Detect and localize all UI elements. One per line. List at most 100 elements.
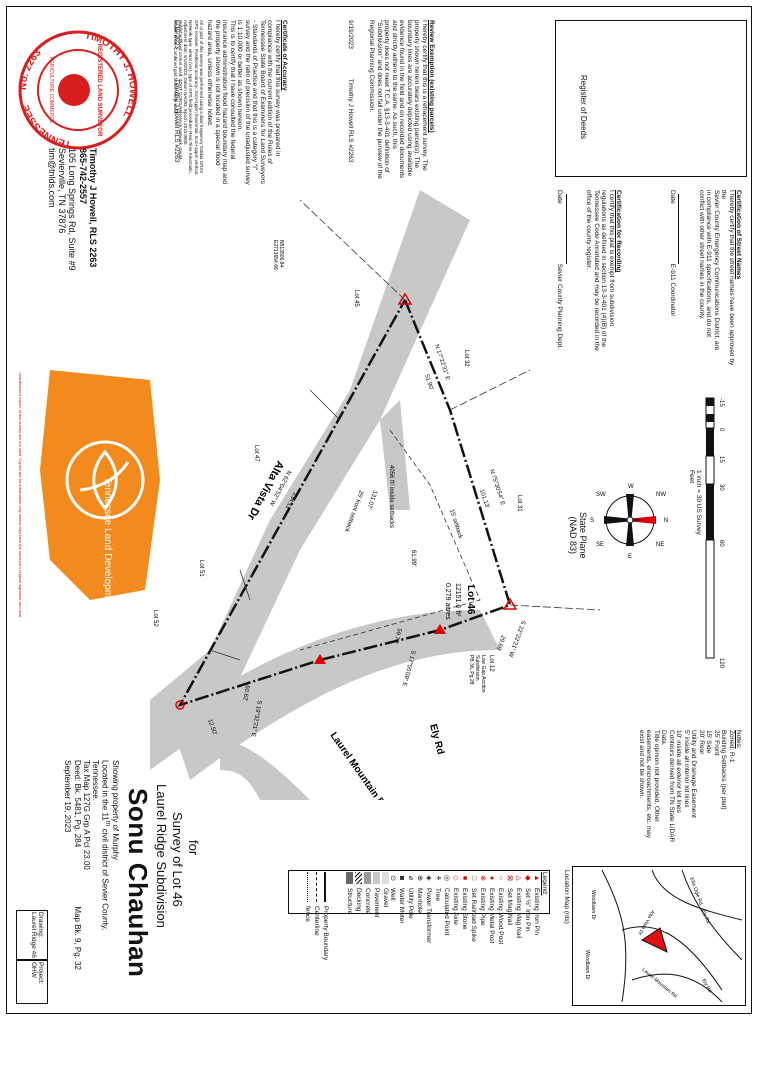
compass-label: SW [596, 492, 606, 498]
loc-site: site [664, 928, 672, 934]
lot-32-label: Lot 32 [463, 350, 469, 367]
street-names-line: conflict with other street names in the … [697, 190, 705, 320]
legend-symbol: ⊕ [416, 875, 424, 881]
logo-text: Tennessee Land Development Services [102, 477, 113, 610]
surveyor-city: Sevierville, TN 37876 [56, 148, 67, 234]
legend-symbol: ■ [461, 875, 469, 881]
course-distance: 60.62' [241, 685, 250, 702]
driveway-pavement [380, 400, 410, 510]
loc-road: Woodlawn Dr [590, 890, 596, 920]
dim-label: 61.99' [410, 550, 416, 566]
legend-item: ⊠Set Mag Nail [505, 872, 514, 1092]
course-distance: 59.78' [392, 627, 402, 644]
drawing-label: Drawing: [37, 912, 44, 938]
drawing-block: Drawing: Laurel Ridge 46 [29, 912, 44, 958]
street-names-certification: Certification of Street Names I hereby c… [668, 190, 742, 370]
title-for: for [186, 840, 201, 856]
legend-label: Set ½" Iron Pin [523, 888, 531, 932]
legend-hatch: Gravel Pavement Concrete Decking Structu… [345, 872, 390, 917]
location-map-title: Location Map (nts) [563, 870, 570, 924]
state-plane-datum: (NAD 83) [567, 516, 578, 555]
line-item: Centerline [312, 872, 321, 960]
legend-label: Existing Metal Post [487, 888, 495, 944]
scale-tick: 0 [718, 428, 724, 432]
alta-vista-pavement [150, 190, 470, 770]
lot-52-label: Lot 52 [152, 610, 158, 627]
lot-12-sub: Subdivision [474, 655, 480, 681]
register-of-deeds-box [555, 20, 747, 177]
line-label: fence [304, 906, 312, 922]
showing-line: Showing property of Murphy [111, 760, 120, 861]
legend-symbol: ◈ [425, 875, 433, 881]
line-label: Property Boundary [322, 906, 330, 961]
course-distance: 101.13' [478, 489, 490, 509]
hatch-item: Structure [345, 872, 354, 917]
lot-label: Lot 46 [465, 585, 476, 615]
legend-symbol: □ [470, 875, 478, 881]
course-bearing: S 22°22'21" W [507, 619, 526, 658]
legend-label: Utility Pole [406, 888, 414, 919]
scale-tick: 120 [718, 658, 724, 669]
legend-item: ○Existing Wood Post [496, 872, 505, 1092]
legend-label: Existing Stone [460, 888, 468, 930]
lot-45-label: Lot 45 [353, 290, 359, 307]
legend-symbol: ◙ [398, 875, 406, 881]
state-plane: State Plane (NAD 83) [567, 512, 588, 559]
legend-label: Calculated Point [442, 888, 450, 936]
legend-item: ◎ Calculated Point [442, 872, 451, 1092]
lot-51-label: Lot 51 [198, 560, 204, 577]
project-value: OHW [29, 962, 37, 978]
legend-item: ◈Power Transformer [424, 872, 433, 1092]
drawing-box [16, 910, 48, 960]
setback-line [299, 429, 481, 651]
seal-number: No. 2263 [18, 47, 44, 90]
legend-label: Existing Wood Post [496, 888, 504, 945]
loc-road: Laurel Mountain Rd [641, 967, 678, 1000]
compass-label: SE [596, 542, 604, 548]
n-coord: N513506.84 [278, 240, 284, 267]
hatch-item: Concrete [363, 872, 372, 917]
legend-item: ◇Existing Axle [451, 872, 460, 1092]
iron-pin-marker [502, 597, 518, 610]
adjacent-lot-line [309, 389, 341, 421]
scale-tick: -15 [718, 398, 724, 407]
iron-pin-marker [314, 654, 326, 664]
scale-tick: 15 [718, 456, 724, 463]
compass-label: N [664, 518, 668, 524]
legend-label: Existing Pipe [478, 888, 486, 926]
legend-symbol: ◎ [443, 874, 451, 882]
scale-bar: -15 0 15 30 60 120 [705, 397, 724, 669]
street-names-date-label: Date [668, 190, 676, 204]
legend: Legend: ▲Existing Iron Pin ◆Set ½" Iron … [388, 872, 548, 1092]
seal-name: TIMOTHY J. HOWELL [84, 30, 138, 119]
legend-label: Manhole [415, 888, 423, 913]
legend-label: Existing Iron Pin [532, 888, 540, 935]
loc-road: Woodlawn Dr [584, 950, 590, 980]
scale-label: 1 inch = 30 US Survey Feet [687, 470, 702, 535]
legend-item: ●Existing Metal Post [487, 872, 496, 1092]
legend-item: ▲ Existing Iron Pin [532, 872, 541, 1092]
survey-date: September 19, 2023 [63, 760, 73, 833]
adjacent-lot-line [239, 569, 251, 601]
hatch-label: Structure [346, 888, 354, 915]
subdivision-title: Laurel Ridge Subdivision [154, 784, 169, 928]
plat-drawing: Lot 46 12151.6 ft² 0.279 acres 4056 ft² … [150, 190, 601, 800]
legend-item: ⚘Tree [433, 872, 442, 1092]
loc-road: Alta Vista Dr [636, 909, 655, 936]
iron-pin-marker [434, 624, 446, 634]
lot-12-label: Lot 12 [488, 655, 494, 672]
located-line: Located in the 11th civil district of Se… [91, 760, 111, 970]
register-of-deeds-label: Register of Deeds [579, 75, 588, 140]
hatch-label: Concrete [364, 888, 372, 915]
course-bearing: N 75°30'54" E [488, 469, 505, 506]
seal-emblem [58, 74, 90, 106]
legend-symbol: ▲ [533, 874, 541, 882]
surveyor-seal: TIMOTHY J. HOWELL TENNESSEE No. 2263 REG… [18, 30, 138, 149]
course-bearing: N 17°22'31" E [433, 344, 450, 381]
legend-item: ⌀ Utility Pole [406, 872, 415, 1092]
project-label: Project: [37, 962, 44, 985]
legend-label: Existing Axle [451, 888, 459, 925]
legend-symbol: ⌀ [407, 875, 415, 881]
adjacent-lot-line [209, 649, 241, 661]
surveyor-phone: 865-742-2557 [77, 148, 88, 205]
